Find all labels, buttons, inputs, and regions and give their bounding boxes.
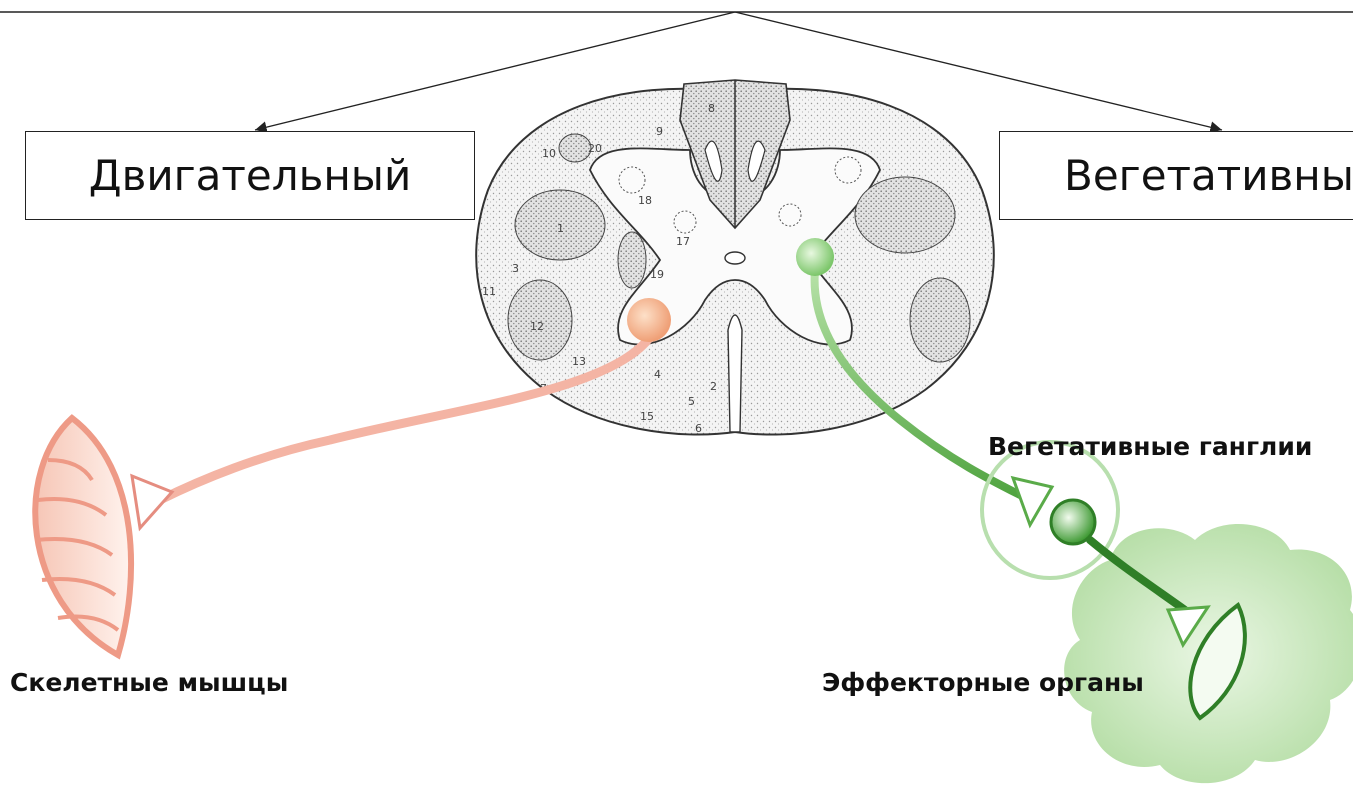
- cord-number: 2: [710, 380, 717, 393]
- cord-number: 11: [482, 285, 496, 298]
- vegetative-ganglia-label: Вегетативные ганглии: [988, 432, 1312, 461]
- cord-number: 13: [572, 355, 586, 368]
- cord-number: 1: [557, 222, 564, 235]
- cord-number: 5: [688, 395, 695, 408]
- preganglionic-neuron-soma: [796, 238, 834, 276]
- cord-number: 6: [695, 422, 702, 435]
- cord-number: 12: [530, 320, 544, 333]
- cord-number: 15: [640, 410, 654, 423]
- ganglion-synapse-terminal: [1013, 478, 1052, 525]
- cord-number: 9: [656, 125, 663, 138]
- cord-number: 10: [542, 147, 556, 160]
- skeletal-muscles-label: Скелетные мышцы: [10, 668, 288, 697]
- motor-neuron-soma: [627, 298, 671, 342]
- motor-box-label: Двигательный: [89, 151, 412, 200]
- motor-box: Двигательный: [25, 131, 475, 220]
- cord-number: 19: [650, 268, 664, 281]
- cord-number: 18: [638, 194, 652, 207]
- vegetative-box-label: Вегетативны: [1064, 151, 1353, 200]
- vegetative-box: Вегетативны: [999, 131, 1353, 220]
- cord-number: 8: [708, 102, 715, 115]
- cord-number: 3: [512, 262, 519, 275]
- spinal-cord-section: 1 2 3 4 5 6 7 8 9 10 11 12 13 15 17 18 1…: [476, 80, 994, 435]
- effector-organs-label: Эффекторные органы: [822, 668, 1144, 697]
- skeletal-muscle-icon: [35, 418, 131, 655]
- cord-number: 20: [588, 142, 602, 155]
- cord-number: 17: [676, 235, 690, 248]
- cord-number: 4: [654, 368, 661, 381]
- ganglion-ring: [982, 442, 1118, 578]
